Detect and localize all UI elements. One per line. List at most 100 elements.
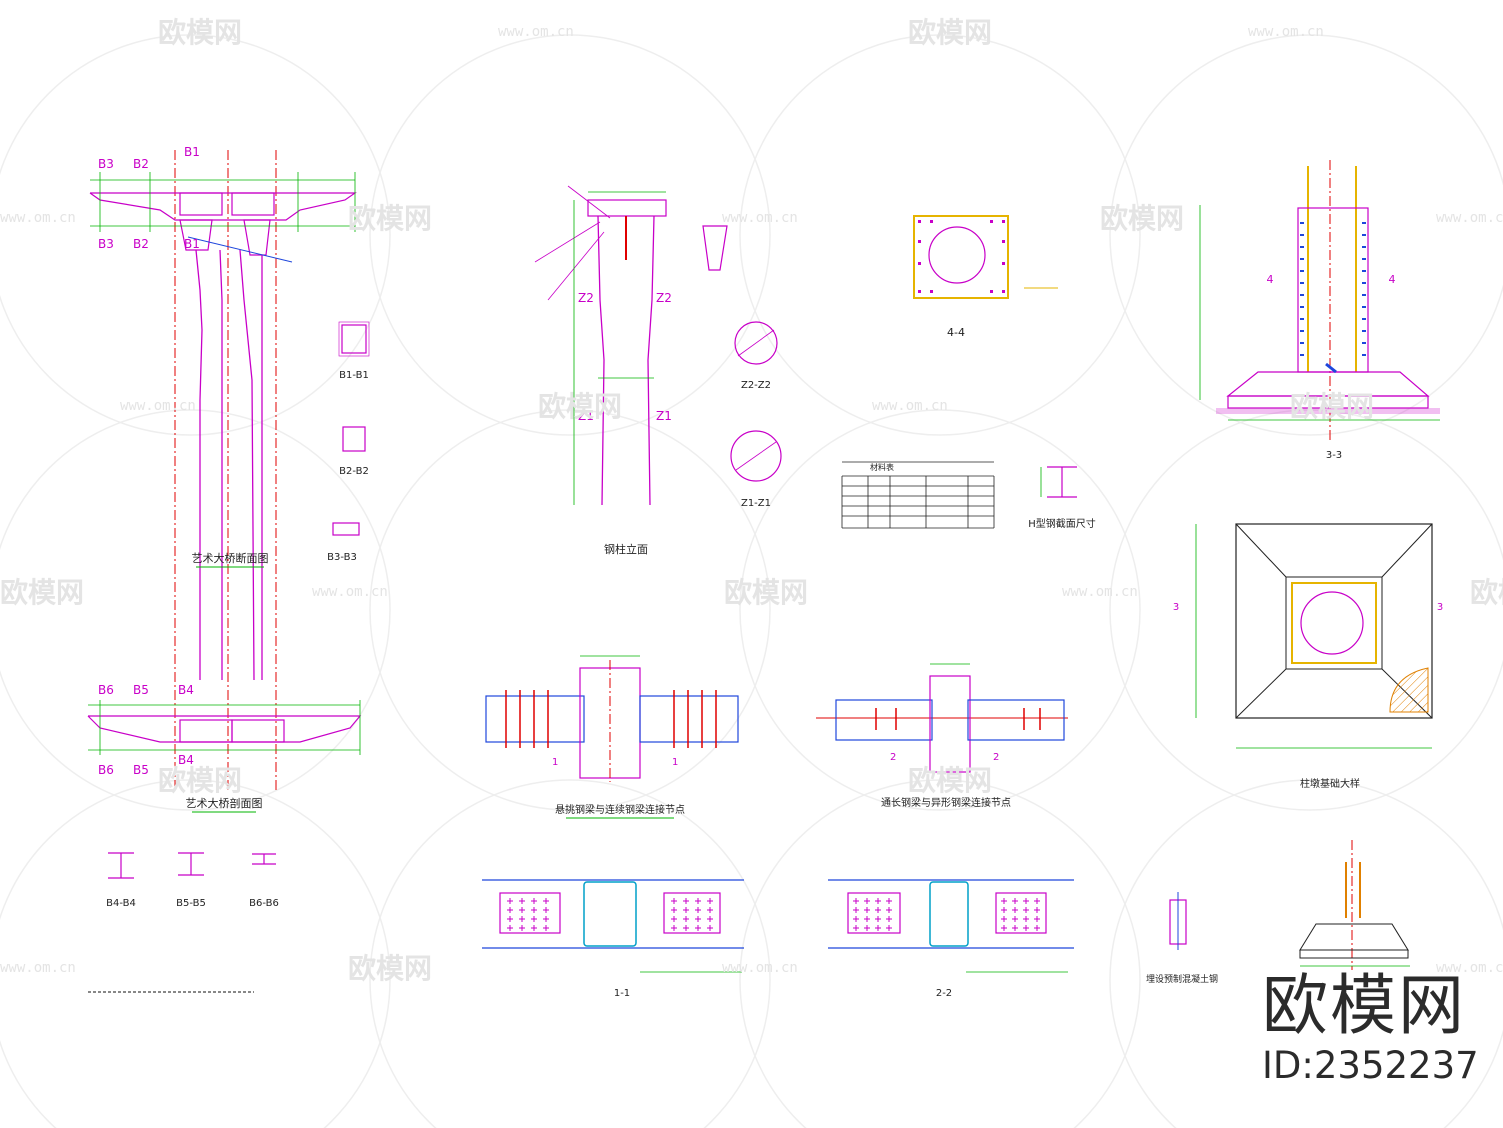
art-bridge-section-view: B3 B2 B1 B3 B2 B1 B6 B5 B4 B6 B5 B4 艺术大桥… xyxy=(87,145,362,813)
section-b1-title: B1-B1 xyxy=(339,370,369,381)
b3-mark-bottom: B3 xyxy=(98,237,114,251)
mark-1-left: 1 xyxy=(552,757,558,768)
watermark-logo: 欧模网 xyxy=(348,952,432,985)
watermark-url: www.om.cn xyxy=(0,960,76,976)
stud-mark xyxy=(1300,354,1304,356)
watermark-logo: 欧模网 xyxy=(1100,202,1184,235)
mark-3-right: 3 xyxy=(1437,602,1443,613)
stud-mark xyxy=(1300,294,1304,296)
section-b4-title: B4-B4 xyxy=(106,898,136,909)
watermark-logo: 欧模网 xyxy=(348,202,432,235)
section-b6-title: B6-B6 xyxy=(249,898,279,909)
watermark-logo: 欧模网 xyxy=(908,16,992,49)
stud-mark xyxy=(1300,234,1304,236)
z1-mark-right: Z1 xyxy=(656,409,672,423)
brand-name: 欧模网 xyxy=(1262,967,1466,1044)
h-steel-view xyxy=(1040,466,1077,498)
stud-mark xyxy=(1362,222,1366,224)
watermark-url: www.om.cn xyxy=(722,210,798,226)
joint-b-view: 2 2 通长钢梁与异形钢梁连接节点 xyxy=(816,663,1068,809)
watermark-url-layer: www.om.cn www.om.cn www.om.cn www.om.cn … xyxy=(0,24,1503,976)
b5-mark-bottom: B5 xyxy=(133,763,149,777)
section-33-view: 4 4 3-3 xyxy=(1199,160,1440,461)
brand-id: ID:2352237 xyxy=(1262,1044,1479,1087)
watermark-url: www.om.cn xyxy=(0,210,76,226)
mark-4-right: 4 xyxy=(1389,273,1396,286)
mark-3-left: 3 xyxy=(1173,602,1179,613)
stud-mark xyxy=(1362,282,1366,284)
mark-2-right: 2 xyxy=(993,752,999,763)
stud-mark xyxy=(1362,294,1366,296)
stud-mark xyxy=(1300,318,1304,320)
section-b1: B1-B1 xyxy=(338,321,370,381)
watermark-logo: 欧模网 xyxy=(538,390,622,423)
watermark-layer: 欧模网 欧模网 欧模网 欧模网 欧模网 欧模网 欧模网 欧模网 欧模网 欧模网 … xyxy=(0,16,1503,985)
stud-mark xyxy=(1300,330,1304,332)
b6-mark-bottom: B6 xyxy=(98,763,114,777)
stud-mark xyxy=(1362,246,1366,248)
b4-mark-top: B4 xyxy=(178,683,194,697)
section-44-view: 4-4 xyxy=(913,215,1058,339)
section-z2-title: Z2-Z2 xyxy=(741,380,771,391)
section-b5 xyxy=(178,852,204,876)
joint-a-title: 悬挑钢梁与连续钢梁连接节点 xyxy=(555,803,685,816)
section-b2-title: B2-B2 xyxy=(339,466,369,477)
watermark-logo: 欧模网 xyxy=(158,16,242,49)
stud-mark xyxy=(1300,246,1304,248)
foundation-title: 柱墩基础大样 xyxy=(1300,777,1360,790)
mark-2-left: 2 xyxy=(890,752,896,763)
foundation-plan-view: 3 3 柱墩基础大样 xyxy=(1173,523,1443,790)
watermark-url: www.om.cn xyxy=(120,398,196,414)
watermark-logo: 欧模网 xyxy=(908,764,992,797)
section-b3-title: B3-B3 xyxy=(327,552,357,563)
section-z1: Z1-Z1 xyxy=(730,430,782,509)
stud-mark xyxy=(1362,306,1366,308)
stud-mark xyxy=(1362,234,1366,236)
watermark-url: www.om.cn xyxy=(312,584,388,600)
watermark-url: www.om.cn xyxy=(872,398,948,414)
z1-mark-left: Z1 xyxy=(578,409,594,423)
z2-mark-left: Z2 xyxy=(578,291,594,305)
stud-mark xyxy=(1300,306,1304,308)
watermark-url: www.om.cn xyxy=(1248,24,1324,40)
b1-mark-top: B1 xyxy=(184,145,200,159)
stud-mark xyxy=(1362,270,1366,272)
mark-4-left: 4 xyxy=(1267,273,1274,286)
stud-mark xyxy=(1300,258,1304,260)
b5-mark-top: B5 xyxy=(133,683,149,697)
b1-mark-bottom: B1 xyxy=(184,237,200,251)
watermark-logo: 欧模网 xyxy=(1470,576,1503,609)
stud-mark xyxy=(1362,318,1366,320)
stud-mark xyxy=(1362,342,1366,344)
art-bridge-section-title: 艺术大桥断面图 xyxy=(192,551,269,565)
section-33-title: 3-3 xyxy=(1326,450,1342,461)
stud-mark xyxy=(1300,282,1304,284)
section-b6 xyxy=(252,853,276,865)
z2-mark-right: Z2 xyxy=(656,291,672,305)
watermark-logo: 欧模网 xyxy=(724,576,808,609)
b3-mark-top: B3 xyxy=(98,157,114,171)
section-22-view: 2-2 xyxy=(828,879,1074,999)
watermark-circles xyxy=(0,34,1503,1128)
section-b3: B3-B3 xyxy=(327,522,360,563)
embed-a-view: 埋设预制混凝土钢 xyxy=(1146,892,1218,985)
embed-b-view xyxy=(1299,840,1410,970)
section-b2: B2-B2 xyxy=(339,426,369,477)
joint-a-view: 1 1 悬挑钢梁与连续钢梁连接节点 xyxy=(485,655,739,819)
schedule-title: 材料表 xyxy=(870,462,894,472)
watermark-logo: 欧模网 xyxy=(1290,390,1374,423)
stud-mark xyxy=(1362,330,1366,332)
section-11-view: 1-1 xyxy=(482,879,744,999)
b6-mark-top: B6 xyxy=(98,683,114,697)
section-z2: Z2-Z2 xyxy=(734,321,778,391)
b2-mark-top: B2 xyxy=(133,157,149,171)
art-bridge-plan-title: 艺术大桥剖面图 xyxy=(186,796,263,810)
b2-mark-bottom: B2 xyxy=(133,237,149,251)
stud-mark xyxy=(1362,354,1366,356)
watermark-logo: 欧模网 xyxy=(0,576,84,609)
watermark-url: www.om.cn xyxy=(1062,584,1138,600)
stud-mark xyxy=(1300,342,1304,344)
h-steel-title: H型钢截面尺寸 xyxy=(1028,517,1096,530)
section-44-title: 4-4 xyxy=(947,326,965,339)
